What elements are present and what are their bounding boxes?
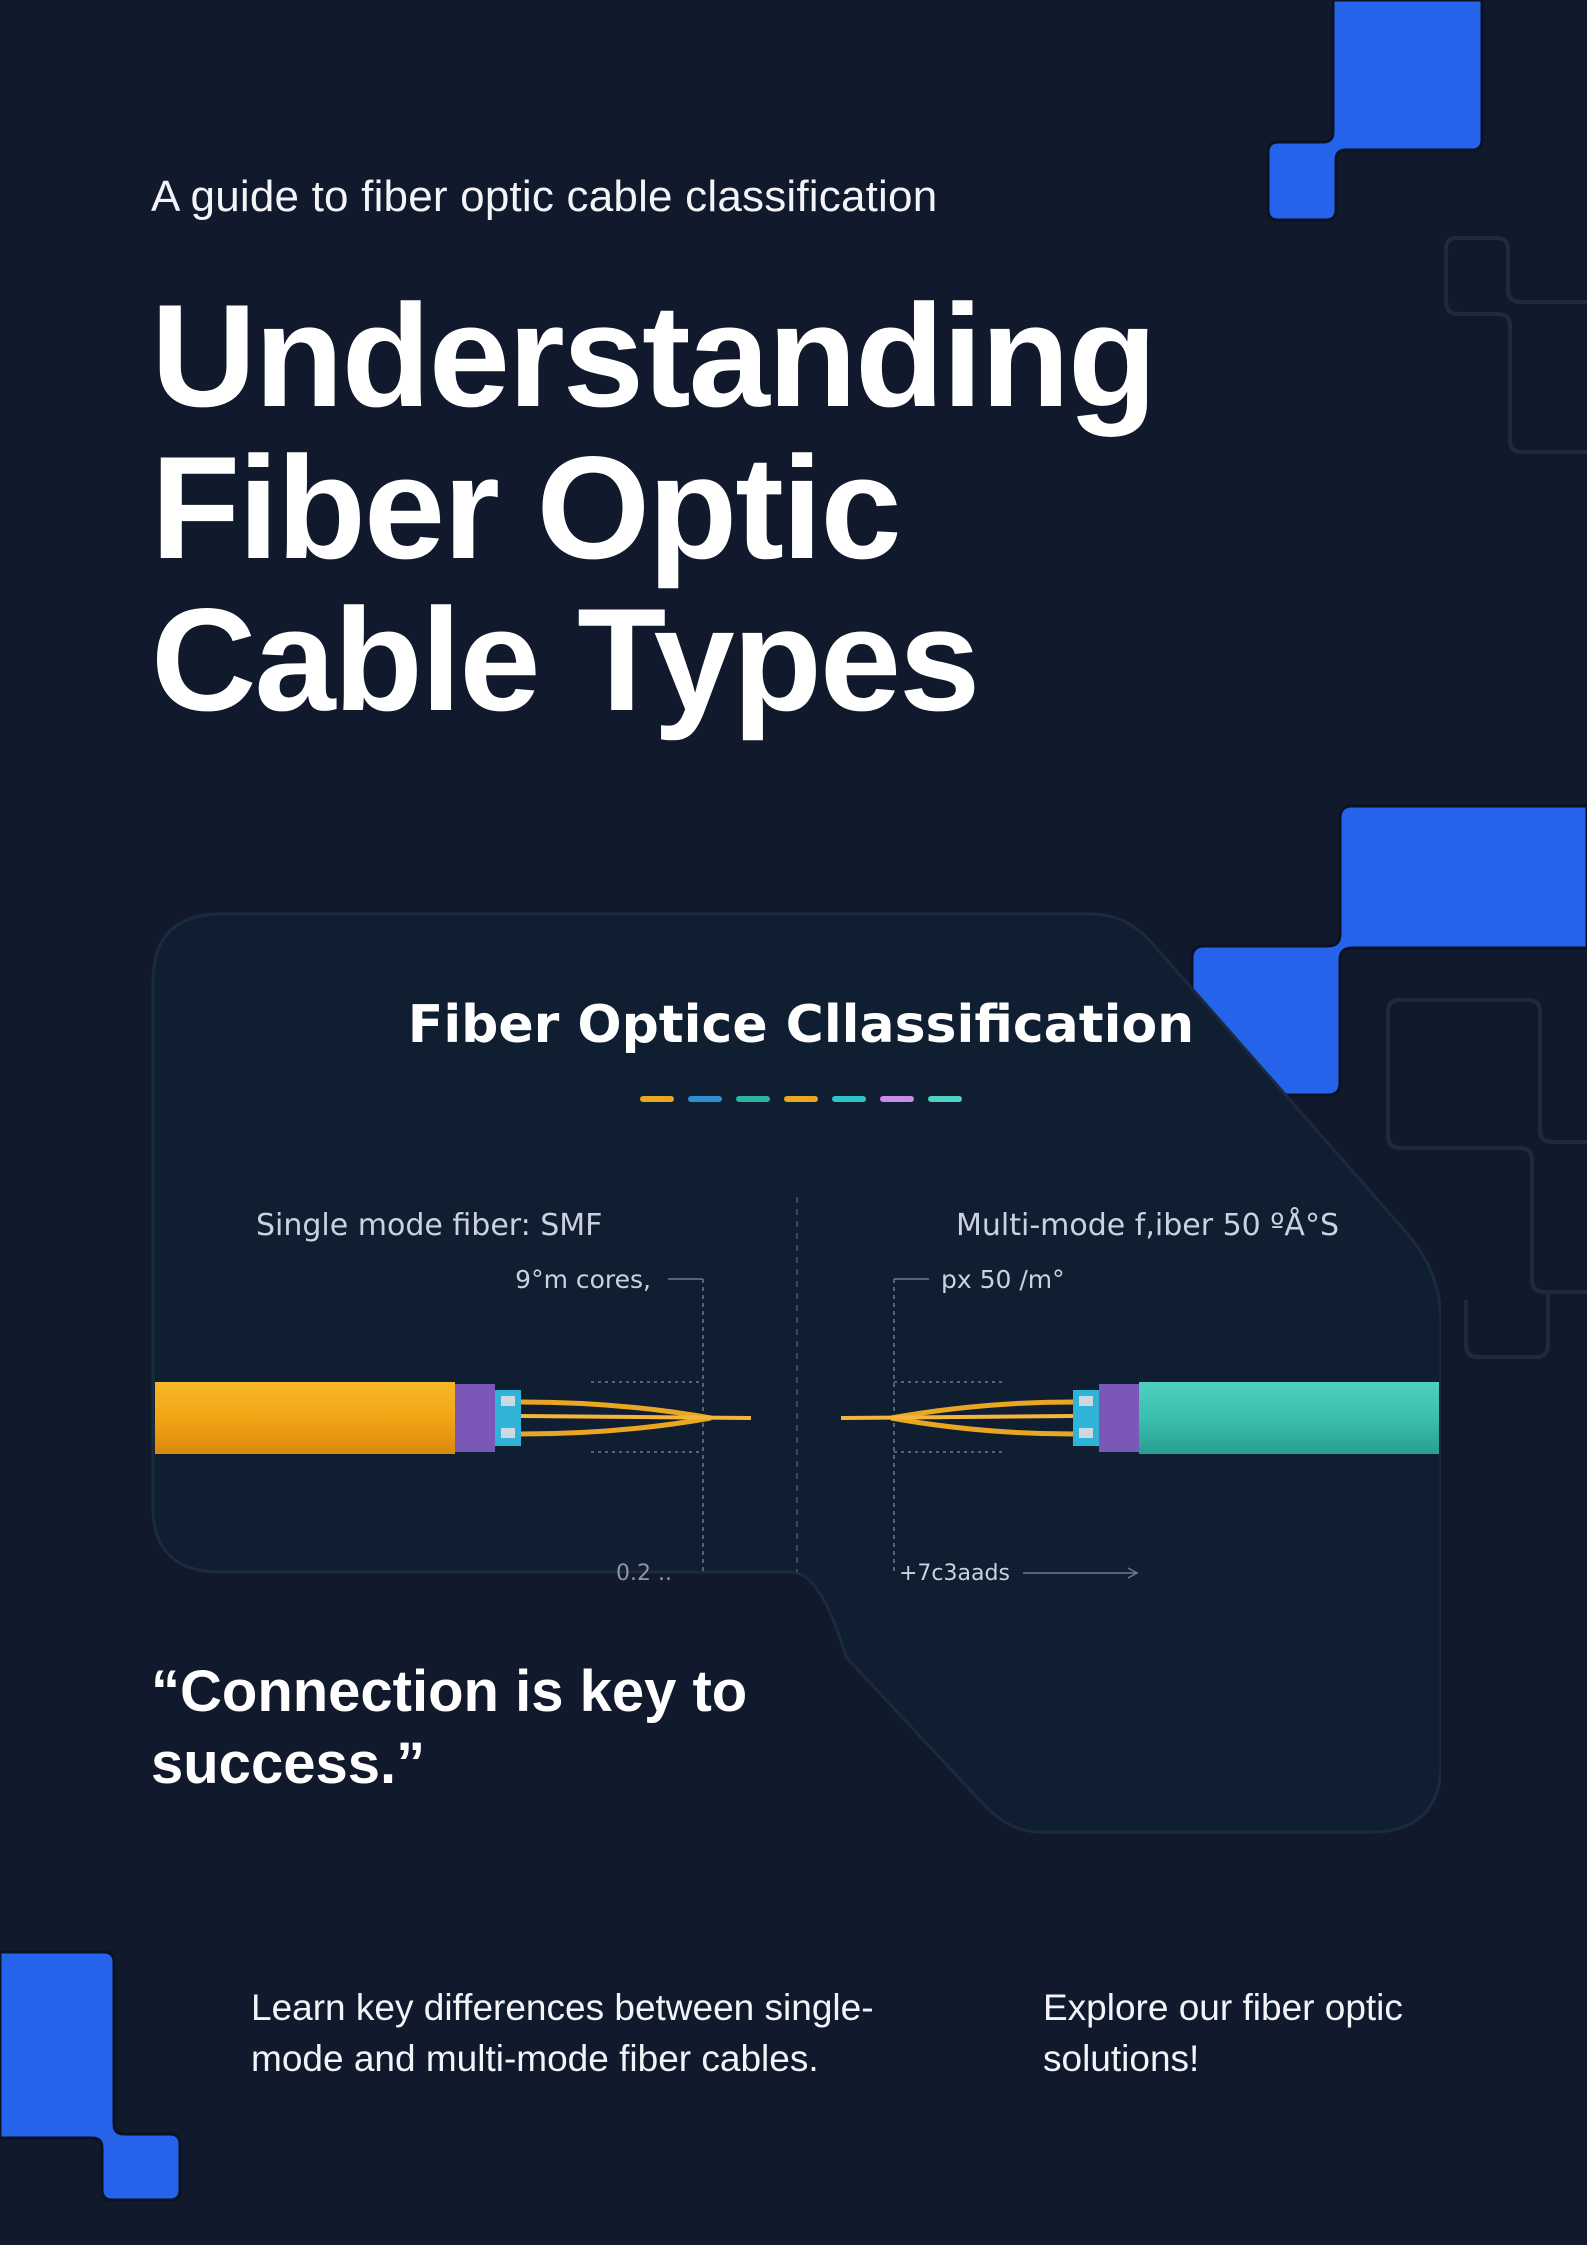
multi-mode-label: Multi-mode f,iber 50 ºÅ°S <box>956 1207 1339 1243</box>
panel-background <box>151 912 1441 1834</box>
illustration-svg: Fiber Optice Cllassification Single mode… <box>151 912 1441 1834</box>
page-subtitle: A guide to fiber optic cable classificat… <box>151 172 938 221</box>
title-line-3: Cable Types <box>151 578 980 741</box>
multi-mode-bottom-label: +7c3aads <box>899 1561 1010 1586</box>
illustration-heading: Fiber Optice Cllassification <box>408 995 1194 1055</box>
single-mode-cable <box>155 1382 752 1454</box>
accent-dash <box>736 1096 770 1102</box>
blue-block-bottom-left <box>0 1950 182 2202</box>
footer-description: Learn key differences between single-mod… <box>251 1987 874 2079</box>
accent-dash <box>784 1096 818 1102</box>
accent-dash <box>640 1096 674 1102</box>
single-mode-label: Single mode fiber: SMF <box>256 1208 602 1243</box>
multi-mode-core-label: px 50 /m° <box>941 1265 1065 1294</box>
accent-dash <box>832 1096 866 1102</box>
multi-mode-cable <box>840 1382 1439 1454</box>
title-line-1: Understanding <box>151 274 1157 437</box>
single-mode-core-label: 9°m cores, <box>515 1265 651 1294</box>
page-title: Understanding Fiber Optic Cable Types <box>151 280 1301 736</box>
quote-text: “Connection is key to success.” <box>151 1659 748 1796</box>
accent-dash <box>928 1096 962 1102</box>
dimension-lines <box>591 1278 1139 1579</box>
outline-shape-top-right <box>1444 236 1587 454</box>
single-mode-bottom-label: 0.2 .. <box>616 1561 672 1586</box>
accent-dashes <box>640 1096 962 1102</box>
accent-dash <box>880 1096 914 1102</box>
blue-block-top-right <box>1266 0 1484 222</box>
footer-cta[interactable]: Explore our fiber optic solutions! <box>1043 1987 1403 2079</box>
accent-dash <box>688 1096 722 1102</box>
fiber-classification-illustration: Fiber Optice Cllassification Single mode… <box>151 912 1441 1834</box>
title-line-2: Fiber Optic <box>151 426 902 589</box>
